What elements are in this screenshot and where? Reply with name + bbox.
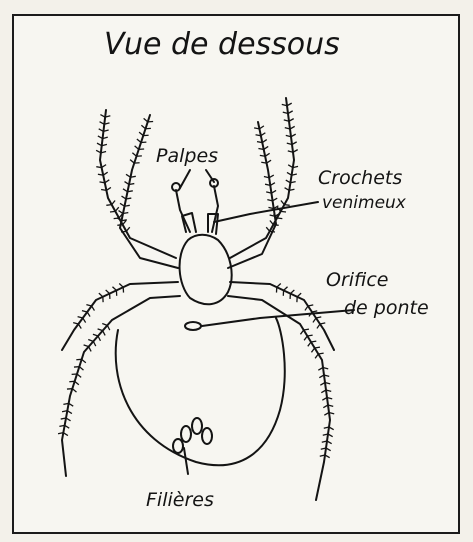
- leg-hair: [256, 135, 261, 136]
- label-orifice-2: de ponte: [344, 297, 429, 319]
- leg-hair: [320, 323, 325, 324]
- leg-hair: [266, 227, 269, 231]
- leg-hair: [107, 325, 109, 330]
- label-palpes: Palpes: [156, 145, 218, 167]
- leg-hair: [86, 305, 91, 306]
- cephalothorax-outline: [180, 235, 232, 305]
- leader-palpes: [180, 170, 214, 188]
- leg-hair: [318, 353, 323, 354]
- leg-hair: [257, 142, 262, 143]
- leg-hair: [96, 167, 101, 168]
- leg-hair: [317, 324, 320, 328]
- leg-hair: [277, 218, 282, 219]
- leg-hair: [99, 293, 103, 297]
- orifice-mark: [185, 322, 201, 330]
- left-palp: [176, 190, 190, 232]
- leg-hair: [137, 139, 141, 142]
- leg-hair: [98, 329, 103, 331]
- leg-hair: [300, 330, 303, 334]
- diagram-title: Vue de dessous: [104, 27, 340, 62]
- leg-hair: [311, 348, 314, 352]
- leg-hair: [132, 153, 136, 156]
- leg-hair: [110, 211, 115, 212]
- leg-hair: [135, 146, 139, 149]
- leg-hair: [308, 305, 313, 306]
- leg-hair: [254, 128, 259, 129]
- leg-hair: [284, 205, 289, 206]
- leg-hair: [83, 318, 86, 323]
- leg-hair: [87, 312, 90, 317]
- leg-hair: [103, 331, 105, 336]
- leg-hair: [315, 354, 318, 358]
- leg-hair: [273, 225, 278, 226]
- leg-hair: [312, 311, 317, 312]
- label-crochets-1: Crochets: [318, 167, 402, 189]
- leg-hair: [119, 284, 123, 288]
- spinnerets: [173, 418, 212, 453]
- leg-hair: [305, 306, 308, 310]
- leg-hair: [75, 381, 79, 384]
- leg-hair: [290, 290, 294, 294]
- leg-hair: [84, 345, 89, 347]
- leg-hair: [126, 227, 129, 231]
- leg-hair: [79, 367, 83, 370]
- leg-hair: [270, 231, 275, 232]
- leg-hair: [78, 324, 81, 329]
- leg-hair: [315, 347, 320, 348]
- leg-hair: [98, 336, 100, 341]
- leg-hair: [281, 211, 286, 212]
- leg-hair: [112, 201, 115, 205]
- leg-hair: [304, 336, 307, 340]
- abdomen-outline: [116, 318, 285, 465]
- leader-crochets: [214, 202, 318, 222]
- right-legs: [228, 98, 334, 500]
- leg-hair: [93, 341, 95, 346]
- leg-hair: [72, 389, 76, 392]
- leg-hair: [82, 311, 87, 312]
- leg-hair: [102, 324, 107, 326]
- leg-hair: [82, 359, 86, 362]
- leg-hair: [106, 205, 111, 206]
- leg-hair: [139, 132, 143, 135]
- leg-hair: [313, 318, 316, 322]
- label-orifice-1: Orifice: [326, 269, 388, 291]
- leader-filieres: [184, 448, 188, 474]
- leg-hair: [99, 182, 104, 183]
- leg-hair: [93, 334, 98, 336]
- leg-hair: [260, 155, 265, 156]
- leg-hair: [277, 284, 281, 288]
- leg-hair: [258, 148, 263, 149]
- label-filieres: Filières: [146, 489, 214, 511]
- leg-hair: [98, 174, 103, 175]
- leg-hair: [281, 201, 284, 205]
- leg-hair: [89, 347, 91, 352]
- leg-hair: [73, 323, 78, 324]
- leg-hair: [316, 317, 321, 318]
- leg-hair: [88, 340, 93, 342]
- leg-hair: [270, 221, 273, 225]
- leg-hair: [308, 342, 311, 346]
- leg-hair: [78, 317, 83, 318]
- leg-hair: [117, 225, 122, 226]
- leg-hair: [101, 189, 106, 190]
- leg-hair: [261, 162, 266, 163]
- leg-hair: [297, 293, 301, 297]
- leg-hair: [141, 125, 145, 128]
- leg-hair: [144, 118, 148, 121]
- leg-hair: [130, 160, 134, 163]
- leg-hair: [311, 341, 316, 342]
- leg-hair: [92, 306, 95, 311]
- leg-hair: [307, 335, 312, 336]
- label-crochets-2: venimeux: [322, 193, 407, 213]
- leg-hair: [115, 207, 118, 211]
- leg-hair: [304, 329, 309, 330]
- leg-hair: [121, 231, 126, 232]
- leg-hair: [106, 290, 110, 294]
- leg-hair: [123, 221, 126, 225]
- leg-hair: [77, 374, 81, 377]
- leg-hair: [112, 287, 116, 291]
- leg-hair: [284, 287, 288, 291]
